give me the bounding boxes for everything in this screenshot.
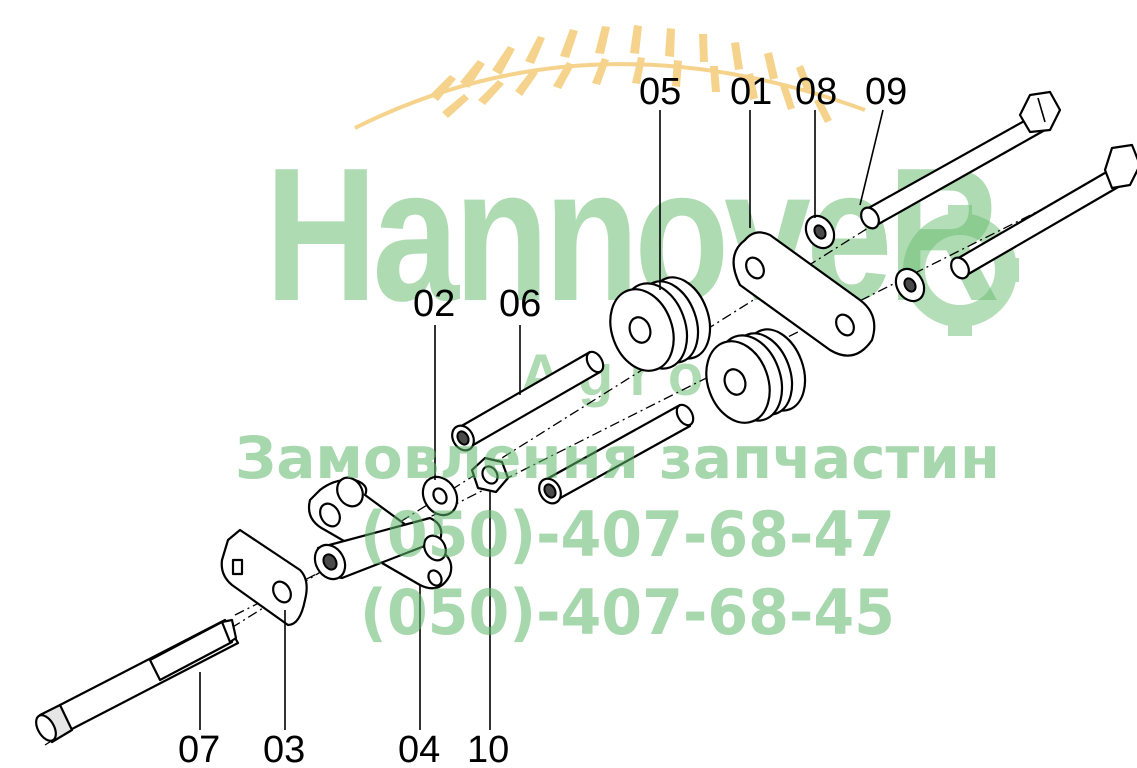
wheat-logo-icon	[354, 25, 866, 130]
sleeve-06	[451, 350, 605, 452]
callout-05: 05	[639, 71, 681, 113]
leader-09	[859, 109, 884, 206]
lever-arm-04	[307, 476, 453, 590]
bolt-09	[860, 90, 1062, 230]
washer-08b	[894, 267, 926, 303]
callout-04: 04	[398, 729, 440, 768]
washer-08	[804, 214, 836, 250]
phone-watermark-2: (050)-407-68-45	[360, 576, 895, 649]
washer-02	[421, 475, 459, 517]
pulley-05b	[705, 328, 807, 424]
callout-01: 01	[730, 71, 772, 113]
callout-02: 02	[413, 283, 455, 325]
nut-10	[470, 456, 510, 494]
order-watermark: Замовлення запчастин	[235, 424, 1000, 492]
sleeve-06b	[538, 403, 695, 505]
callout-06: 06	[499, 283, 541, 325]
link-plate-01	[732, 231, 876, 357]
bolt-09b	[950, 143, 1137, 280]
pulley-05	[609, 276, 712, 372]
callout-08: 08	[795, 71, 837, 113]
bracket-03	[220, 528, 308, 627]
callout-03: 03	[263, 729, 305, 768]
phone-watermark-1: (050)-407-68-47	[360, 498, 895, 571]
callout-09: 09	[865, 71, 907, 113]
shaft-07	[35, 618, 240, 744]
callout-10: 10	[467, 729, 509, 768]
callout-07: 07	[178, 729, 220, 768]
